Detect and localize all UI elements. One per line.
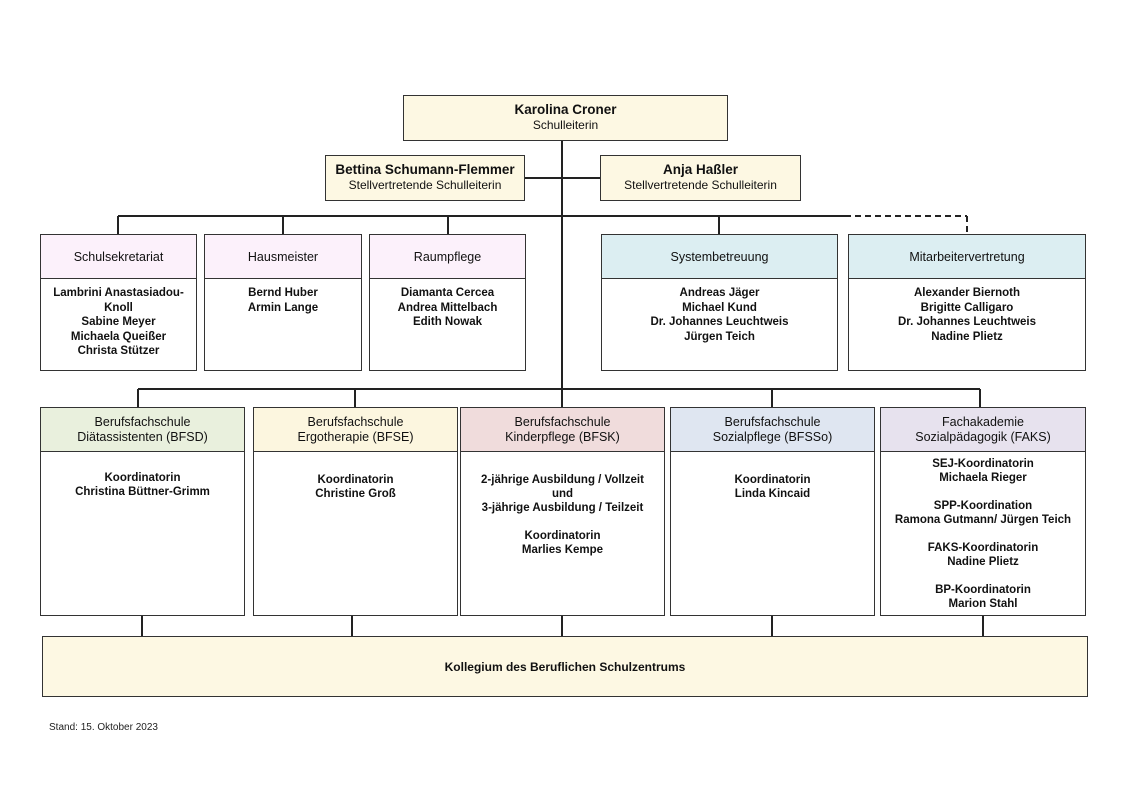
member-name: Christa Stützer (77, 345, 160, 357)
contact-line: Koordinatorin (524, 530, 601, 542)
contact-line: SPP-Koordination (933, 500, 1033, 512)
member-name: Lambrini Anastasiadou- (53, 287, 184, 299)
leader-role: Schulleiterin (532, 118, 599, 132)
kollegium-box: Kollegium des Beruflichen Schulzentrums (42, 636, 1088, 697)
department-title: Schulsekretariat (41, 235, 196, 279)
member-name: Armin Lange (247, 301, 319, 314)
contact-line: und (551, 488, 574, 500)
member-name: Sabine Meyer (81, 316, 156, 328)
school-name: Sozialpflege (BFSSo) (712, 429, 833, 444)
contact-line: SEJ-Koordinatorin (932, 458, 1034, 470)
member-name: Michaela Queißer (70, 330, 167, 343)
member-name: Alexander Biernoth (913, 287, 1021, 299)
member-name: Nadine Plietz (931, 330, 1003, 343)
member-name: Andrea Mittelbach (397, 301, 498, 314)
school-header: Berufsfachschule Ergotherapie (BFSE) (254, 408, 457, 452)
deputy-box-1: Bettina Schumann-Flemmer Stellvertretend… (325, 155, 525, 201)
member-name: Diamanta Cercea (400, 287, 495, 299)
kollegium-label: Kollegium des Beruflichen Schulzentrums (444, 659, 686, 674)
school-type: Berufsfachschule (307, 414, 404, 429)
contact-line: Koordinatorin (734, 474, 811, 486)
department-box-mitarbeitervertretung: Mitarbeitervertretung Alexander Biernoth… (848, 234, 1086, 371)
contact-line: Marlies Kempe (521, 544, 604, 556)
member-name: Edith Nowak (412, 316, 482, 328)
school-box-bfsk: Berufsfachschule Kinderpflege (BFSK) 2-j… (460, 407, 665, 616)
member-name: Bernd Huber (248, 287, 318, 299)
school-contacts: 2-jährige Ausbildung / Vollzeit und 3-jähr… (461, 452, 664, 557)
school-type: Berufsfachschule (94, 414, 191, 429)
school-box-faks: Fachakademie Sozialpädagogik (FAKS) SEJ-… (880, 407, 1086, 616)
school-box-bfse: Berufsfachschule Ergotherapie (BFSE) Koo… (253, 407, 458, 616)
contact-line: Michaela Rieger (939, 472, 1027, 484)
member-name: Dr. Johannes Leuchtweis (897, 316, 1037, 328)
deputy-name: Bettina Schumann-Flemmer (335, 162, 515, 177)
contact-line: 3-jährige Ausbildung / Teilzeit (481, 502, 644, 514)
leader-box: Karolina Croner Schulleiterin (403, 95, 728, 141)
department-box-schulsekretariat: Schulsekretariat Lambrini Anastasiadou- K… (40, 234, 197, 371)
school-name: Sozialpädagogik (FAKS) (915, 429, 1051, 444)
department-title: Systembetreuung (602, 235, 837, 279)
deputy-name: Anja Haßler (662, 162, 739, 177)
deputy-role: Stellvertretende Schulleiterin (348, 178, 502, 192)
member-name: Knoll (104, 301, 133, 314)
stand-date: Stand: 15. Oktober 2023 (49, 722, 158, 733)
contact-line: Linda Kincaid (734, 488, 811, 500)
department-title: Hausmeister (205, 235, 361, 279)
deputy-role: Stellvertretende Schulleiterin (624, 178, 777, 192)
school-name: Ergotherapie (BFSE) (297, 429, 414, 444)
leader-name: Karolina Croner (514, 102, 617, 117)
member-name: Dr. Johannes Leuchtweis (650, 316, 789, 328)
school-box-bfsso: Berufsfachschule Sozialpflege (BFSSo) Ko… (670, 407, 875, 616)
contact-line: Christina Büttner-Grimm (75, 486, 210, 498)
contact-line: Nadine Plietz (947, 556, 1019, 568)
deputy-box-2: Anja Haßler Stellvertretende Schulleiter… (600, 155, 801, 201)
member-name: Brigitte Calligaro (920, 301, 1014, 314)
member-name: Andreas Jäger (679, 287, 760, 299)
contact-line: Koordinatorin (104, 472, 181, 484)
school-header: Berufsfachschule Kinderpflege (BFSK) (461, 408, 664, 452)
contact-line: FAKS-Koordinatorin (927, 542, 1039, 554)
contact-line: BP-Koordinatorin (935, 584, 1031, 596)
school-type: Berufsfachschule (514, 414, 611, 429)
contact-line: Ramona Gutmann/ Jürgen Teich (894, 514, 1072, 526)
school-header: Fachakademie Sozialpädagogik (FAKS) (881, 408, 1085, 452)
department-title: Mitarbeitervertretung (849, 235, 1085, 279)
school-header: Berufsfachschule Sozialpflege (BFSSo) (671, 408, 874, 452)
school-type: Berufsfachschule (724, 414, 821, 429)
department-title: Raumpflege (370, 235, 525, 279)
contact-group: 2-jährige Ausbildung / Vollzeit und 3-jähr… (467, 473, 658, 515)
contact-line: 2-jährige Ausbildung / Vollzeit (481, 474, 644, 486)
contact-line: Christine Groß (315, 488, 396, 500)
school-name: Kinderpflege (BFSK) (505, 429, 620, 444)
school-header: Berufsfachschule Diätassistenten (BFSD) (41, 408, 244, 452)
member-name: Michael Kund (682, 301, 757, 314)
school-box-bfsd: Berufsfachschule Diätassistenten (BFSD) … (40, 407, 245, 616)
contact-line: Marion Stahl (948, 598, 1018, 610)
school-type: Fachakademie (942, 414, 1024, 429)
school-name: Diätassistenten (BFSD) (77, 429, 208, 444)
contact-line: Koordinatorin (317, 474, 394, 486)
member-name: Jürgen Teich (684, 330, 755, 343)
